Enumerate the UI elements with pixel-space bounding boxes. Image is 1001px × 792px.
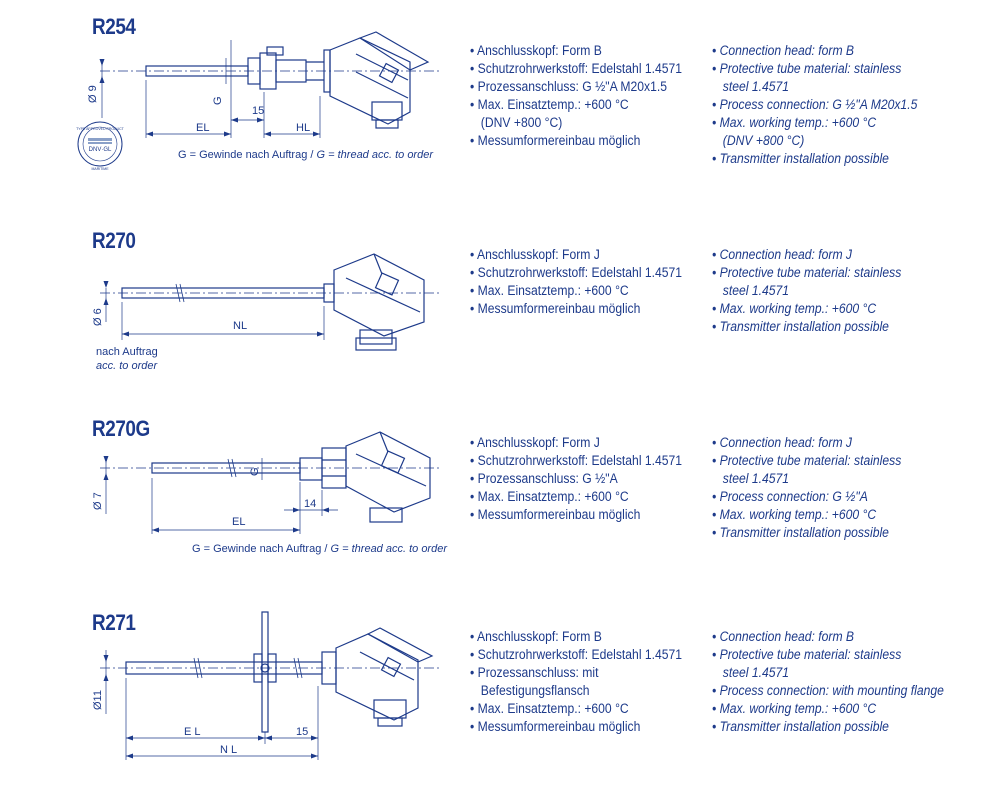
spec-item: Messumformereinbau möglich <box>470 300 682 318</box>
dnv-gl-badge-icon: TYPE APPROVED PRODUCT DNV·GL MARITIME <box>76 121 125 171</box>
model-title: R271 <box>92 610 136 635</box>
spec-item: Anschlusskopf: Form J <box>470 434 682 452</box>
thread-note: G = Gewinde nach Auftrag / G = thread ac… <box>192 543 447 555</box>
r254-drawing: Ø 9 G EL 15 HL TYPE APPROVED PRODUCT DNV… <box>76 31 440 171</box>
spec-item: Connection head: form J <box>712 434 901 452</box>
dim-nl: NL <box>233 320 247 332</box>
r271-drawing: Ø11 E L 15 N L <box>92 611 440 760</box>
spec-item: Schutzrohrwerkstoff: Edelstahl 1.4571 <box>470 60 682 78</box>
r270g-drawing: Ø 7 G 14 EL <box>92 431 440 534</box>
spec-item: Anschlusskopf: Form B <box>470 628 682 646</box>
badge-name: DNV·GL <box>89 147 112 153</box>
spec-item: Connection head: form B <box>712 42 917 60</box>
spec-list-en: Connection head: form J Protective tube … <box>712 246 922 336</box>
spec-item-cont: steel 1.4571 <box>722 665 790 680</box>
diameter-label: Ø 9 <box>87 85 99 103</box>
spec-list-de: Anschlusskopf: Form J Schutzrohrwerkstof… <box>470 434 706 524</box>
badge-top-text: TYPE APPROVED PRODUCT <box>76 127 125 131</box>
note-de: G = Gewinde nach Auftrag / <box>178 149 314 161</box>
note-de: G = Gewinde nach Auftrag / <box>192 543 328 555</box>
spec-item-cont: steel 1.4571 <box>722 283 790 298</box>
dim-hl: HL <box>296 122 310 134</box>
dim-el: E L <box>184 726 201 738</box>
dim-el: EL <box>232 516 245 528</box>
dim-14: 14 <box>304 498 316 510</box>
model-title: R254 <box>92 14 136 39</box>
spec-item: Protective tube material: stainless <box>712 646 944 664</box>
section-r270g: R270G Ø 7 <box>0 406 1001 576</box>
thread-label: G <box>212 96 224 105</box>
spec-item: Process connection: G ½"A M20x1.5 <box>712 96 918 114</box>
spec-item: Prozessanschluss: G ½"A <box>470 470 682 488</box>
section-r270: R270 Ø 6 NL nach Auftrag acc. <box>0 218 1001 388</box>
section-r254: R254 <box>0 0 1001 190</box>
spec-item: Max. working temp.: +600 °C <box>712 114 917 132</box>
note-en: acc. to order <box>96 360 158 372</box>
spec-item: Connection head: form J <box>712 246 901 264</box>
spec-item: Max. Einsatztemp.: +600 °C <box>470 700 682 718</box>
spec-item: Transmitter installation possible <box>712 318 901 336</box>
spec-list-de: Anschlusskopf: Form B Schutzrohrwerkstof… <box>470 42 706 150</box>
note-en: G = thread acc. to order <box>330 543 447 555</box>
diameter-label: Ø11 <box>92 690 104 710</box>
thread-note: G = Gewinde nach Auftrag / G = thread ac… <box>178 149 433 161</box>
spec-item: Process connection: G ½"A <box>712 488 901 506</box>
spec-item: Max. working temp.: +600 °C <box>712 506 901 524</box>
model-title: R270 <box>92 228 136 253</box>
spec-item-cont: (DNV +800 °C) <box>480 115 563 130</box>
spec-list-en: Connection head: form B Protective tube … <box>712 42 940 168</box>
spec-item: Max. working temp.: +600 °C <box>712 700 944 718</box>
spec-item: Schutzrohrwerkstoff: Edelstahl 1.4571 <box>470 646 682 664</box>
spec-item: Protective tube material: stainless <box>712 60 917 78</box>
dim-nl: N L <box>220 744 237 756</box>
diameter-label: Ø 6 <box>92 308 104 326</box>
order-note: nach Auftrag acc. to order <box>96 345 158 373</box>
spec-item: Transmitter installation possible <box>712 524 901 542</box>
spec-item-cont: steel 1.4571 <box>722 79 790 94</box>
spec-list-de: Anschlusskopf: Form J Schutzrohrwerkstof… <box>470 246 706 318</box>
spec-item-cont: Befestigungsflansch <box>480 683 590 698</box>
spec-list-en: Connection head: form J Protective tube … <box>712 434 922 542</box>
spec-item: Max. Einsatztemp.: +600 °C <box>470 282 682 300</box>
spec-item: Connection head: form B <box>712 628 944 646</box>
spec-item: Process connection: with mounting flange <box>712 682 944 700</box>
spec-item: Anschlusskopf: Form B <box>470 42 682 60</box>
r270-drawing: Ø 6 NL <box>92 253 440 351</box>
spec-item: Transmitter installation possible <box>712 150 917 168</box>
spec-item: Anschlusskopf: Form J <box>470 246 682 264</box>
spec-item: Messumformereinbau möglich <box>470 132 682 150</box>
spec-item: Messumformereinbau möglich <box>470 506 682 524</box>
dim-el: EL <box>196 122 209 134</box>
spec-item: Schutzrohrwerkstoff: Edelstahl 1.4571 <box>470 264 682 282</box>
spec-item: Max. Einsatztemp.: +600 °C <box>470 488 682 506</box>
spec-item: Protective tube material: stainless <box>712 264 902 282</box>
spec-item: Messumformereinbau möglich <box>470 718 682 736</box>
spec-list-de: Anschlusskopf: Form B Schutzrohrwerkstof… <box>470 628 706 736</box>
dim-15: 15 <box>252 105 264 117</box>
spec-list-en: Connection head: form B Protective tube … <box>712 628 970 736</box>
spec-item: Protective tube material: stainless <box>712 452 902 470</box>
dim-15: 15 <box>296 726 308 738</box>
spec-item: Max. working temp.: +600 °C <box>712 300 901 318</box>
spec-item: Prozessanschluss: G ½"A M20x1.5 <box>470 78 682 96</box>
badge-bottom-text: MARITIME <box>91 167 109 171</box>
spec-item-cont: (DNV +800 °C) <box>722 133 805 148</box>
note-de: nach Auftrag <box>96 346 158 358</box>
spec-item-cont: steel 1.4571 <box>722 471 790 486</box>
spec-item: Max. Einsatztemp.: +600 °C <box>470 96 682 114</box>
spec-item: Schutzrohrwerkstoff: Edelstahl 1.4571 <box>470 452 682 470</box>
section-r271: R271 <box>0 600 1001 792</box>
spec-item: Prozessanschluss: mit <box>470 664 682 682</box>
diameter-label: Ø 7 <box>92 492 104 510</box>
spec-item: Transmitter installation possible <box>712 718 944 736</box>
note-en: G = thread acc. to order <box>316 149 433 161</box>
thread-label: G <box>249 467 261 476</box>
model-title: R270G <box>92 416 150 441</box>
